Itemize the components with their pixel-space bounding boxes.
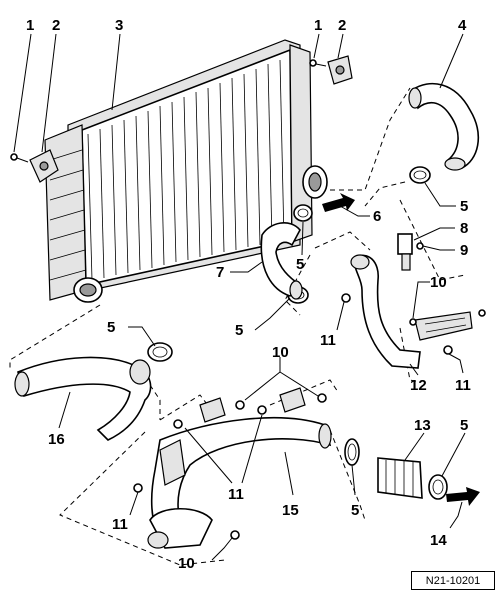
callout-16: 16	[48, 431, 65, 448]
callout-5-lower-right: 5	[460, 417, 468, 434]
callout-10-center: 10	[272, 344, 289, 361]
charge-air-hose-small	[377, 457, 423, 499]
callout-5-lower-middle: 5	[235, 322, 243, 339]
callout-1-left: 1	[26, 17, 34, 34]
charge-air-hose-lower-left	[14, 356, 152, 441]
callout-1-right: 1	[314, 17, 322, 34]
hose-clamp-upper-right	[409, 166, 431, 184]
callout-11-center: 11	[228, 486, 244, 503]
flow-arrow-14	[446, 487, 480, 506]
charge-air-hose-short	[260, 222, 303, 300]
callout-11-middle: 11	[320, 332, 336, 349]
callout-5-pipe: 5	[351, 502, 359, 519]
callout-9: 9	[460, 242, 468, 259]
callout-15: 15	[282, 502, 299, 519]
mounting-bracket-left	[29, 149, 59, 183]
callout-5-upper-right: 5	[460, 198, 468, 215]
figure-reference-code: N21-10201	[411, 571, 495, 590]
callout-8: 8	[460, 220, 468, 237]
bolts	[133, 293, 486, 540]
callout-11-left: 11	[112, 516, 128, 533]
callout-12: 12	[410, 377, 427, 394]
callout-13: 13	[414, 417, 431, 434]
hose-clamp-left	[147, 342, 173, 362]
callout-2-right: 2	[338, 17, 346, 34]
hose-clamp-middle	[293, 204, 313, 222]
sender-screw	[416, 242, 424, 250]
flow-arrow-6	[322, 193, 355, 212]
mounting-bracket-right	[327, 55, 353, 85]
callout-14: 14	[430, 532, 447, 549]
callout-7: 7	[216, 264, 224, 281]
callout-4: 4	[458, 17, 467, 34]
callout-5-left: 5	[107, 319, 115, 336]
charge-air-pipe-lower	[147, 387, 332, 549]
callout-6: 6	[373, 208, 381, 225]
leader-lines	[13, 33, 466, 561]
callout-10-bottom: 10	[178, 555, 195, 572]
bolt-right	[309, 59, 327, 67]
charge-air-cooler	[44, 39, 328, 303]
hose-clamp-lower-right	[428, 474, 448, 500]
callout-2-left: 2	[52, 17, 60, 34]
charge-air-hose-upper	[408, 82, 479, 171]
bolt-left	[10, 153, 29, 163]
callout-10-right: 10	[430, 274, 447, 291]
charge-pressure-sender	[397, 233, 413, 271]
hose-clamp-pipe	[344, 438, 360, 466]
callout-11-right: 11	[455, 377, 471, 394]
callout-labels: 1 2 3 1 2 4 5 6 8 9 7 5 10 5 11 5 10 12 …	[26, 17, 471, 572]
callout-3: 3	[115, 17, 123, 34]
charge-air-pipe-right	[350, 254, 473, 369]
callout-5-middle: 5	[296, 256, 304, 273]
